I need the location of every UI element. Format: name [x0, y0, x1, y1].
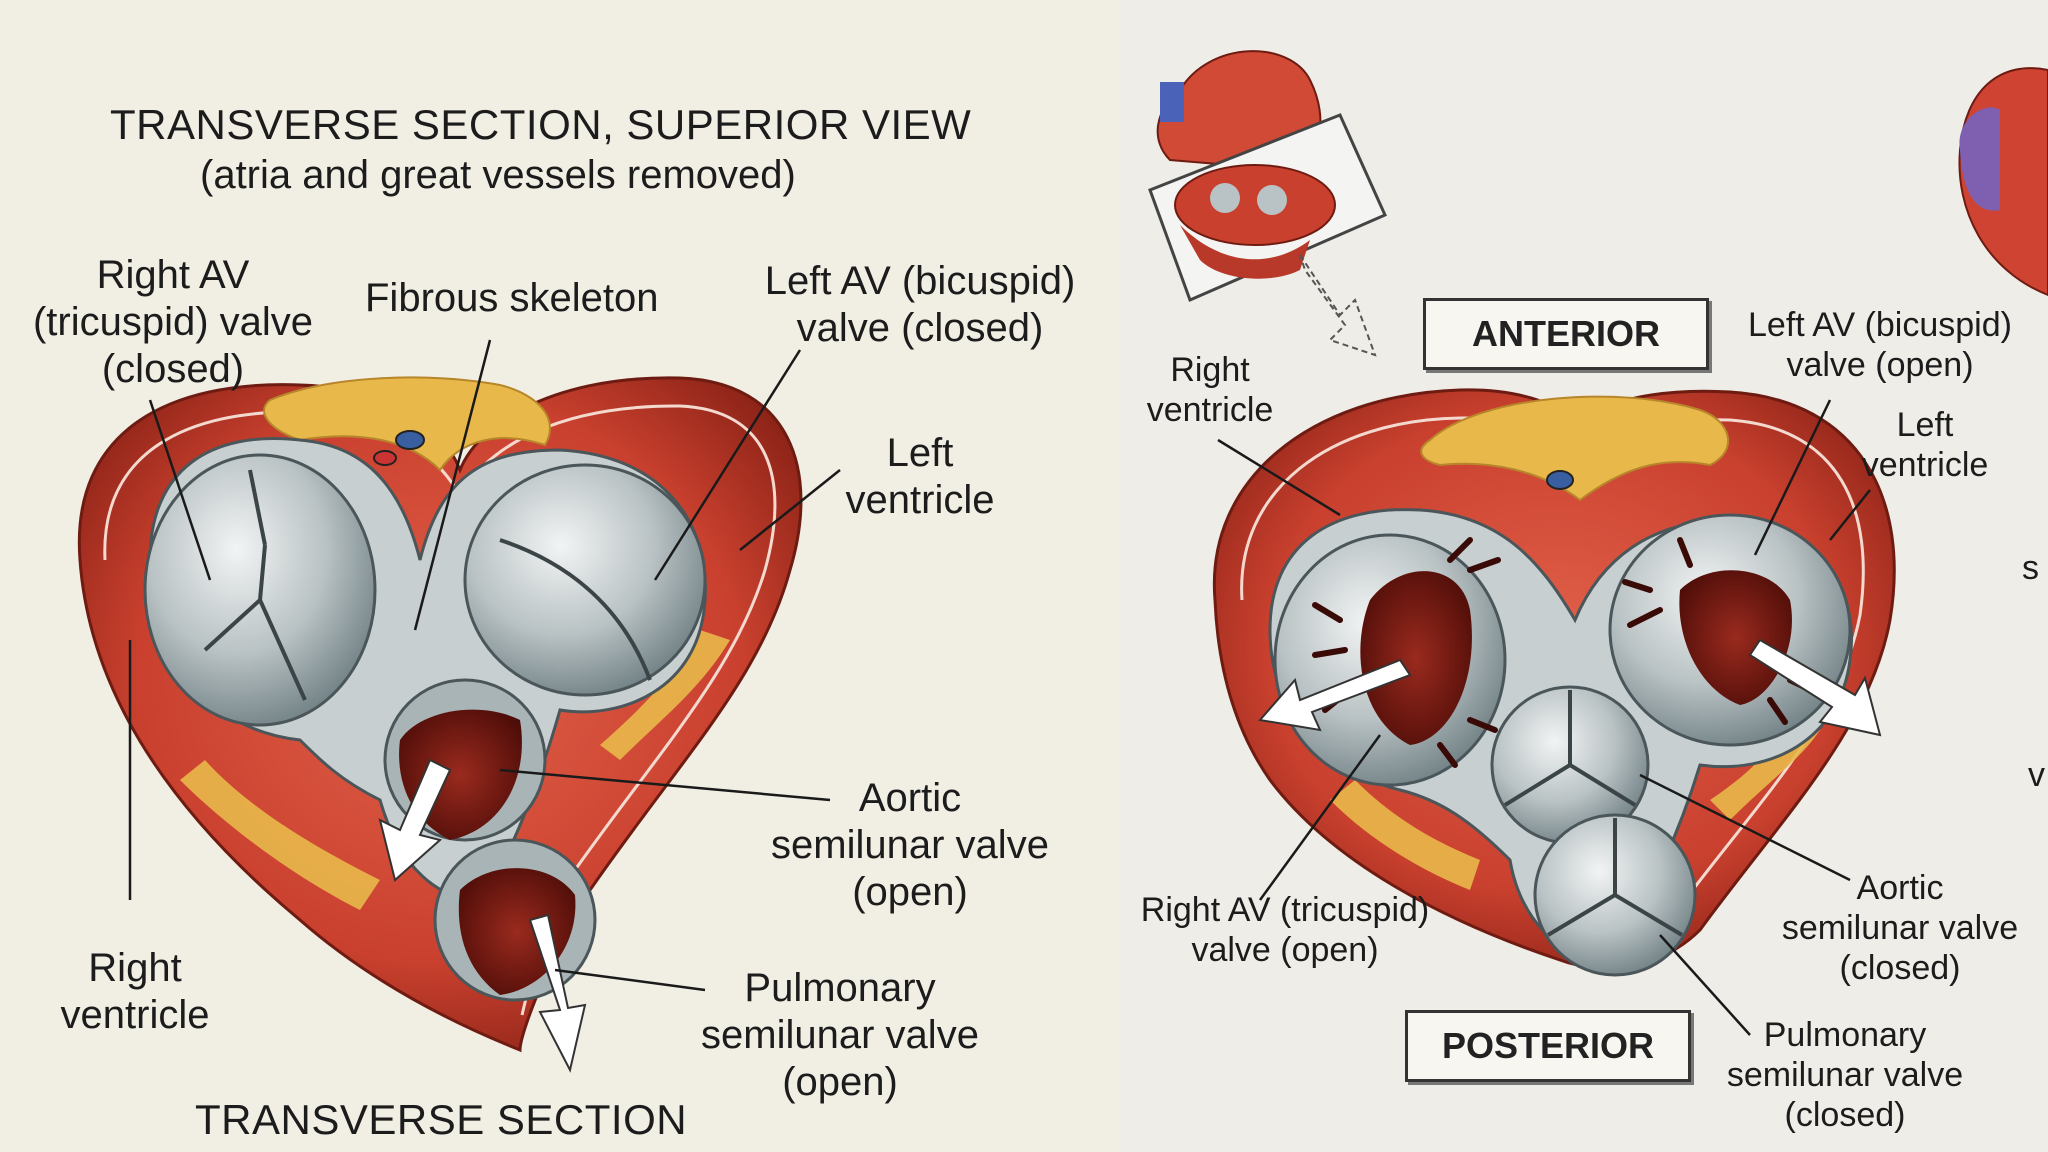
right-heart-illustration [1212, 388, 1896, 977]
edge-letter-s: s [2022, 549, 2039, 587]
left-heart-fat-lower [180, 760, 380, 910]
left-coronary-vessel-2 [373, 450, 397, 466]
inset-great-vessel [1160, 82, 1184, 122]
label-fibrous-skeleton: Fibrous skeleton [365, 276, 659, 320]
label-left-av-open: Left AV (bicuspid) valve (open) [1730, 305, 2030, 385]
label-line: Left [1896, 406, 1954, 444]
label-left-ventricle-left: Left ventricle [830, 430, 1010, 524]
anterior-label-box: ANTERIOR [1423, 298, 1709, 370]
left-heart-fat-right [600, 630, 730, 760]
label-line: semilunar valve [771, 823, 1049, 868]
label-line: (closed) [101, 347, 245, 392]
label-left-av-closed: Left AV (bicuspid) valve (closed) [755, 258, 1085, 352]
label-line: valve (open) [1786, 346, 1974, 385]
label-right-ventricle-left: Right ventricle [45, 945, 225, 1039]
right-bicuspid-opening [1679, 570, 1792, 705]
right-coronary-vessel [1546, 470, 1574, 490]
left-tricuspid-commissures [203, 469, 307, 701]
label-line: semilunar valve [1726, 1056, 1964, 1095]
label-line: Aortic [1856, 869, 1944, 907]
label-line: Right [1170, 351, 1250, 389]
left-bicuspid-valve-closed [463, 463, 707, 697]
label-aortic-open: Aortic semilunar valve (open) [760, 775, 1060, 917]
right-edge-heart-vessel [1959, 107, 2000, 211]
label-right-av-open: Right AV (tricuspid) valve (open) [1130, 890, 1440, 970]
label-line: ventricle [60, 993, 210, 1038]
right-heart-fat-pad [1420, 395, 1730, 502]
left-bicuspid-commissure [499, 538, 652, 681]
right-aortic-cusps [1503, 690, 1637, 807]
left-subtitle: (atria and great vessels removed) [200, 153, 796, 197]
inset-heart-lower [1180, 225, 1310, 279]
label-line: Aortic [858, 776, 962, 820]
label-line: ventricle [845, 478, 995, 523]
left-aortic-arrow [378, 758, 452, 882]
edge-letter-v: v [2028, 756, 2045, 794]
left-pulmonary-arrow [528, 913, 587, 1073]
right-bicuspid-arrow [1748, 638, 1882, 737]
label-pulmonary-closed: Pulmonary semilunar valve (closed) [1715, 1015, 1975, 1135]
inset-valve-2 [1257, 185, 1287, 215]
posterior-label-box: POSTERIOR [1405, 1010, 1691, 1082]
label-right-ventricle-right: Right ventricle [1130, 350, 1290, 430]
left-leader-lines [128, 339, 841, 992]
label-left-ventricle-right: Left ventricle [1845, 405, 2005, 485]
label-pulmonary-open: Pulmonary semilunar valve (open) [690, 965, 990, 1107]
label-line: Right [88, 946, 182, 990]
right-bicuspid-chordae [1622, 537, 1818, 725]
label-line: Right AV [96, 253, 250, 297]
label-line: valve (closed) [796, 306, 1044, 351]
label-line: semilunar valve [701, 1013, 979, 1058]
right-orientation-inset [1148, 50, 2048, 357]
label-line: Pulmonary [744, 966, 936, 1010]
left-coronary-vessel-1 [395, 430, 425, 450]
inset-view-arrow [1299, 254, 1377, 357]
label-aortic-closed: Aortic semilunar valve (closed) [1770, 868, 2030, 988]
label-line: Left AV (bicuspid) [1748, 306, 2012, 344]
label-line: Left [886, 431, 954, 475]
left-title: TRANSVERSE SECTION, SUPERIOR VIEW [110, 101, 972, 148]
label-line: Right AV (tricuspid) [1140, 891, 1430, 929]
label-line: (tricuspid) valve [32, 300, 314, 345]
left-footer: TRANSVERSE SECTION [195, 1096, 688, 1143]
right-pulmonary-cusps [1546, 818, 1684, 937]
label-line: ventricle [1861, 446, 1989, 485]
right-tricuspid-arrow [1258, 658, 1412, 732]
label-line: valve (open) [1191, 931, 1379, 970]
label-right-av-closed: Right AV (tricuspid) valve (closed) [28, 252, 318, 394]
label-line: (open) [782, 1060, 898, 1105]
label-line: ventricle [1146, 391, 1274, 430]
inset-heart-slice [1174, 164, 1336, 246]
left-heart-illustration [77, 376, 803, 1073]
inset-valve-1 [1210, 183, 1240, 213]
label-line: (closed) [1839, 949, 1961, 988]
label-line: semilunar valve [1781, 909, 2019, 948]
label-line: Left AV (bicuspid) [764, 259, 1076, 303]
right-tricuspid-opening [1360, 571, 1472, 745]
label-line: (closed) [1784, 1096, 1906, 1135]
right-heart-fat-left [1330, 780, 1480, 890]
label-line: (open) [852, 870, 968, 915]
label-line: Pulmonary [1763, 1016, 1927, 1054]
right-leader-lines [1217, 399, 1871, 1036]
